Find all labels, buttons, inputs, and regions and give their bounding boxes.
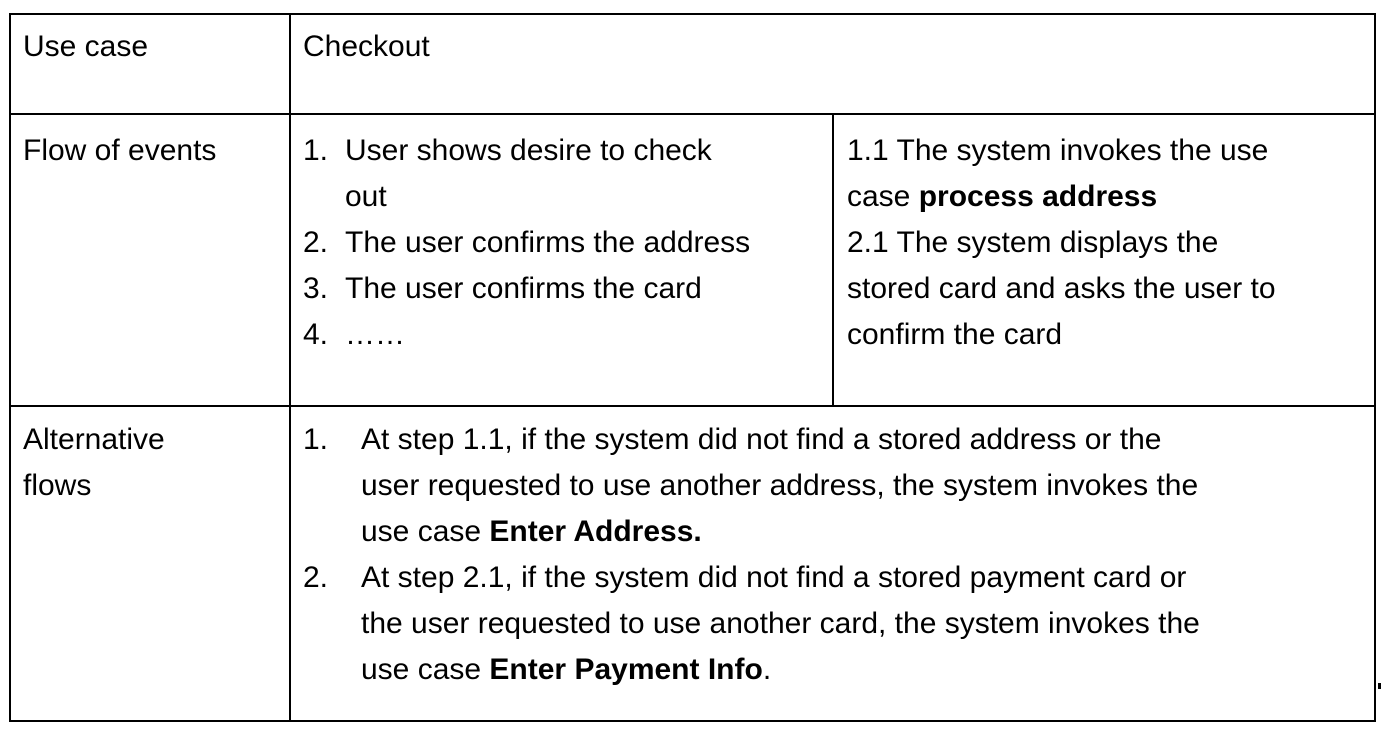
- list-item: 4. ……: [303, 312, 750, 358]
- response-line: 1.1 The system invokes the use: [847, 134, 1269, 167]
- list-item: 1. User shows desire to check out: [303, 128, 750, 220]
- alt-text-line: use case Enter Address.: [361, 509, 1200, 555]
- step-text-line: User shows desire to check: [345, 134, 712, 167]
- list-item: 3. The user confirms the card: [303, 266, 750, 312]
- response-line: confirm the card: [847, 318, 1063, 351]
- use-case-table: Use case Checkout Flow of events 1. User…: [9, 13, 1376, 722]
- list-item: 2. The user confirms the address: [303, 220, 750, 266]
- system-responses: 1.1 The system invokes the use case proc…: [847, 128, 1276, 358]
- step-number: 4.: [303, 318, 329, 351]
- step-number: 2.: [303, 226, 329, 259]
- alternative-flows-label: Alternative flows: [23, 417, 165, 509]
- alternative-flows-content: 1. At step 1.1, if the system did not fi…: [303, 417, 1200, 693]
- alt-text-line: user requested to use another address, t…: [361, 469, 1199, 502]
- flow-steps: 1. User shows desire to check out 2. The…: [303, 128, 750, 358]
- label-line: flows: [23, 469, 92, 502]
- edge-mark: [1378, 683, 1381, 689]
- step-number: 3.: [303, 272, 329, 305]
- response-line: case process address: [847, 174, 1276, 220]
- response-text: case: [847, 180, 919, 213]
- use-case-name: Checkout: [303, 30, 430, 63]
- invoked-use-case: Enter Payment Info: [489, 653, 763, 686]
- alt-text-line: At step 1.1, if the system did not find …: [361, 423, 1162, 456]
- step-text: The user confirms the address: [345, 226, 751, 259]
- alt-text: .: [762, 653, 772, 686]
- invoked-use-case: process address: [918, 180, 1158, 213]
- alt-number: 1.: [303, 423, 329, 456]
- list-item: 1. At step 1.1, if the system did not fi…: [303, 417, 1200, 555]
- step-text: The user confirms the card: [345, 272, 702, 305]
- alt-number: 2.: [303, 561, 329, 594]
- alt-text-line: At step 2.1, if the system did not find …: [361, 561, 1187, 594]
- alt-text: use case: [361, 515, 490, 548]
- list-item: 2. At step 2.1, if the system did not fi…: [303, 555, 1200, 693]
- label-line: Alternative: [23, 423, 165, 456]
- flow-steps-list: 1. User shows desire to check out 2. The…: [303, 128, 750, 358]
- invoked-use-case: Enter Address.: [489, 515, 702, 548]
- column-divider-1: [289, 15, 291, 720]
- step-text: ……: [345, 318, 405, 351]
- row-divider-2: [11, 405, 1374, 407]
- alternative-flows-list: 1. At step 1.1, if the system did not fi…: [303, 417, 1200, 693]
- step-text-line: out: [345, 180, 387, 213]
- flow-of-events-label: Flow of events: [23, 134, 217, 167]
- alt-text-line: use case Enter Payment Info.: [361, 647, 1200, 693]
- use-case-label: Use case: [23, 30, 149, 63]
- alt-text-line: the user requested to use another card, …: [361, 607, 1200, 640]
- column-divider-2: [832, 115, 834, 405]
- response-line: 2.1 The system displays the: [847, 226, 1219, 259]
- alt-text: use case: [361, 653, 490, 686]
- response-line: stored card and asks the user to: [847, 272, 1276, 305]
- step-number: 1.: [303, 134, 329, 167]
- row-divider-1: [11, 113, 1374, 115]
